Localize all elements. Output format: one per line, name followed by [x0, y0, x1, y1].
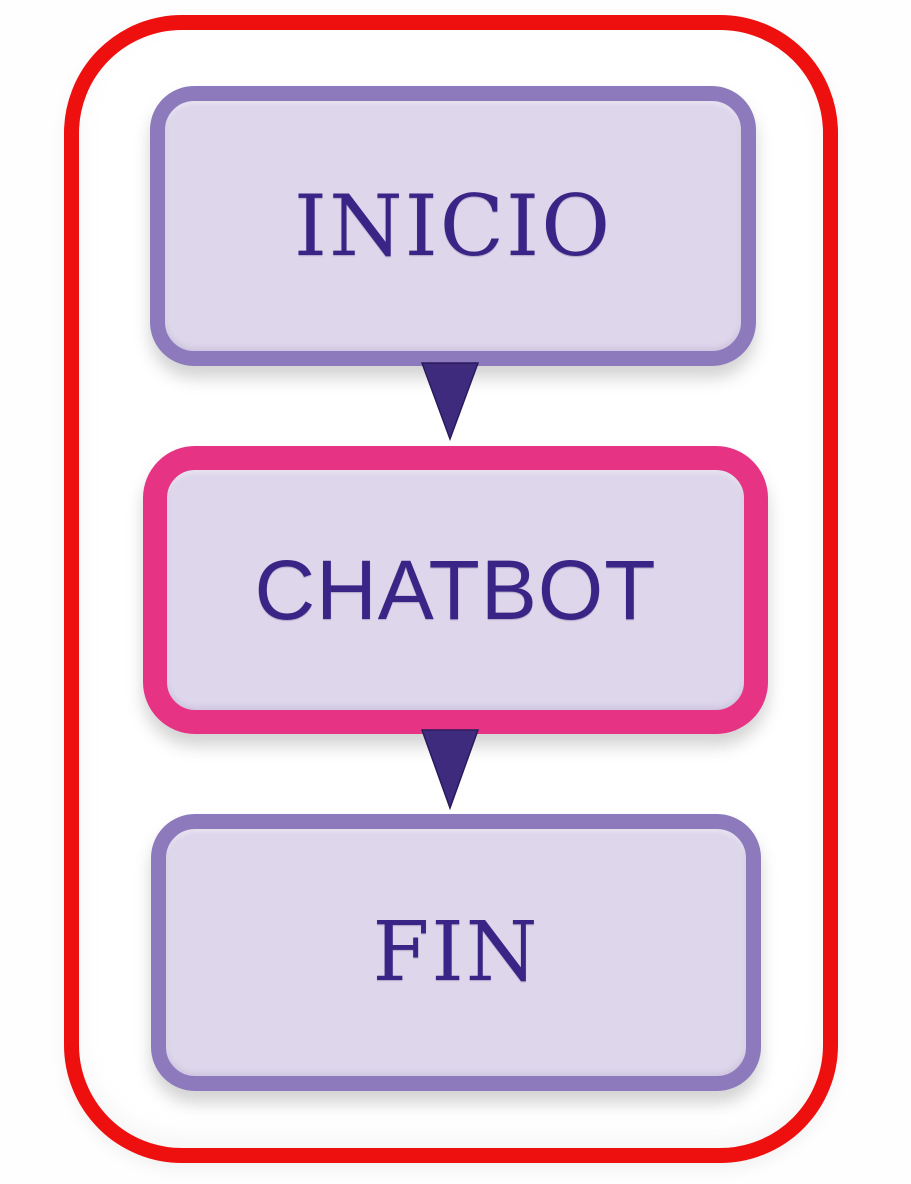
down-arrow-triangle: [420, 362, 480, 442]
flow-node-inicio: INICIO: [150, 86, 756, 366]
flow-node-fin: FIN: [151, 814, 761, 1091]
down-arrow-icon: [420, 362, 480, 442]
down-arrow-icon: [420, 729, 480, 811]
node-label-fin: FIN: [372, 904, 540, 1000]
node-label-inicio: INICIO: [293, 177, 613, 275]
node-label-chatbot: CHATBOT: [254, 543, 657, 637]
flow-node-chatbot: CHATBOT: [143, 446, 768, 734]
down-arrow-triangle: [420, 729, 480, 811]
